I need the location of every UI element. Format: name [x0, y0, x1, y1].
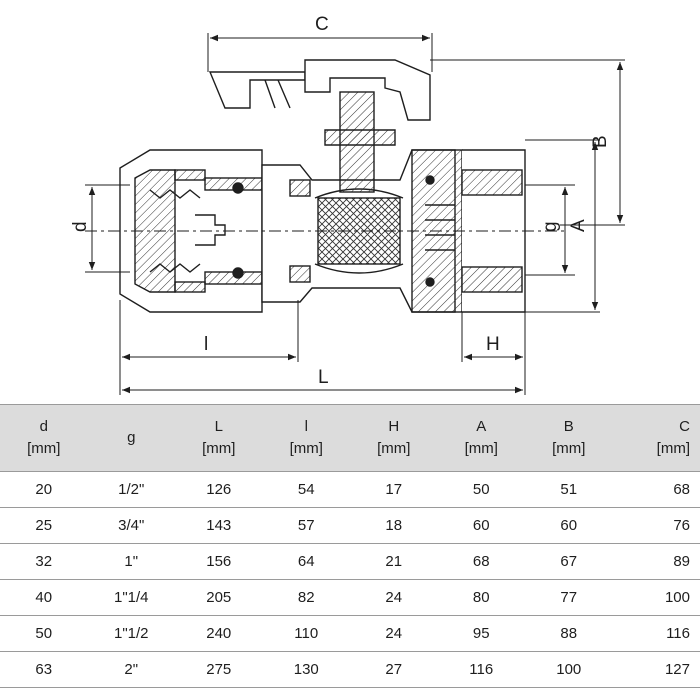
o-ring-top [232, 182, 244, 194]
header-l-small: l[mm] [262, 404, 350, 472]
o-ring-bottom [232, 267, 244, 279]
table-cell: 1"1/2 [87, 615, 175, 652]
header-a: A[mm] [437, 404, 525, 472]
label-l-small: l [204, 334, 208, 355]
table-cell: 77 [525, 579, 613, 616]
table-cell: 50 [0, 615, 88, 652]
table-cell: 40 [0, 579, 88, 616]
table-cell: 54 [262, 471, 350, 508]
table-cell: 116 [612, 615, 700, 652]
table-cell: 68 [437, 543, 525, 580]
table-cell: 60 [525, 507, 613, 544]
label-h: H [486, 334, 500, 355]
table-cell: 25 [0, 507, 88, 544]
table-cell: 205 [175, 579, 263, 616]
header-b: B[mm] [525, 404, 613, 472]
table-cell: 27 [350, 651, 438, 688]
header-l-total: L[mm] [175, 404, 263, 472]
table-cell: 67 [525, 543, 613, 580]
table-cell: 50 [437, 471, 525, 508]
table-cell: 89 [612, 543, 700, 580]
label-b: B [590, 135, 611, 148]
table-cell: 1" [87, 543, 175, 580]
table-cell: 100 [612, 579, 700, 616]
table-cell: 60 [437, 507, 525, 544]
table-cell: 110 [262, 615, 350, 652]
header-h: H[mm] [350, 404, 438, 472]
table-cell: 18 [350, 507, 438, 544]
table-cell: 2" [87, 651, 175, 688]
valve-body [85, 59, 565, 313]
dimension-lines [85, 33, 625, 395]
table-cell: 24 [350, 579, 438, 616]
table-cell: 95 [437, 615, 525, 652]
table-cell: 24 [350, 615, 438, 652]
dimension-table: d[mm] g L[mm] l[mm] H[mm] A[mm] B[mm] C[… [0, 404, 700, 688]
table-cell: 63 [0, 651, 88, 688]
table-cell: 17 [350, 471, 438, 508]
table-cell: 88 [525, 615, 613, 652]
table-cell: 116 [437, 651, 525, 688]
table-cell: 3/4" [87, 507, 175, 544]
table-cell: 20 [0, 471, 88, 508]
table-cell: 1"1/4 [87, 579, 175, 616]
table-cell: 100 [525, 651, 613, 688]
header-c: C[mm] [612, 404, 700, 472]
label-g: g [540, 221, 561, 232]
table-cell: 64 [262, 543, 350, 580]
label-a: A [568, 219, 589, 232]
table-header: d[mm] g L[mm] l[mm] H[mm] A[mm] B[mm] C[… [0, 404, 700, 472]
table-cell: 68 [612, 471, 700, 508]
table-cell: 156 [175, 543, 263, 580]
handle [208, 71, 306, 109]
technical-drawing: C B d g A l H L [70, 14, 625, 395]
table-cell: 240 [175, 615, 263, 652]
table-cell: 143 [175, 507, 263, 544]
table-cell: 127 [612, 651, 700, 688]
table-cell: 21 [350, 543, 438, 580]
table-cell: 57 [262, 507, 350, 544]
dimension-labels: C B d g A l H L [70, 14, 611, 388]
label-c: C [315, 14, 329, 35]
table-cell: 275 [175, 651, 263, 688]
table-cell: 51 [525, 471, 613, 508]
table-cell: 130 [262, 651, 350, 688]
table-cell: 1/2" [87, 471, 175, 508]
label-d: d [70, 221, 91, 232]
table-cell: 32 [0, 543, 88, 580]
table-cell: 80 [437, 579, 525, 616]
table-cell: 82 [262, 579, 350, 616]
table-cell: 76 [612, 507, 700, 544]
label-l-total: L [318, 367, 329, 388]
header-d: d[mm] [0, 404, 88, 472]
table-cell: 126 [175, 471, 263, 508]
header-g: g [87, 404, 175, 472]
